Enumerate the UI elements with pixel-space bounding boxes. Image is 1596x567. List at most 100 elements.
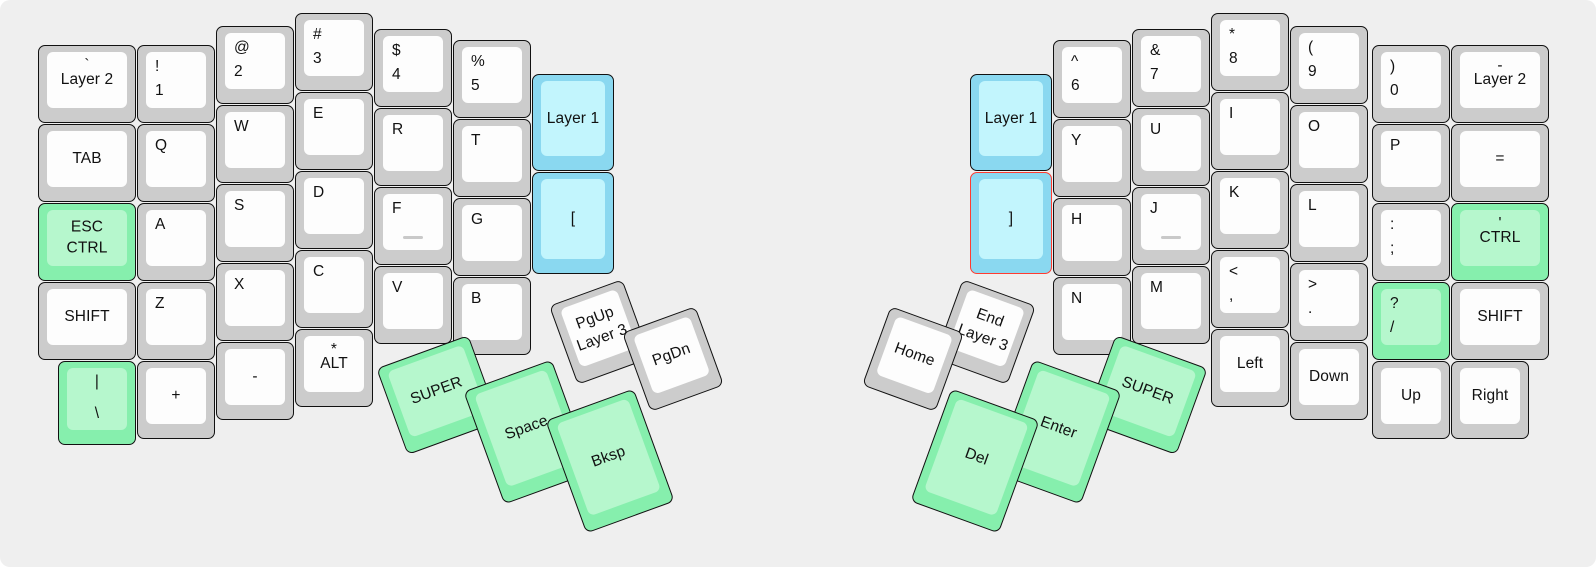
legend-center: Up [1400, 386, 1421, 404]
key-l-3[interactable]: #3 [295, 13, 373, 91]
key-r-period[interactable]: >. [1290, 263, 1368, 341]
key-r-layer1[interactable]: Layer 1 [970, 74, 1052, 171]
key-l-t[interactable]: T [453, 119, 531, 197]
key-r-up[interactable]: Up [1372, 361, 1450, 439]
key-l-f[interactable]: F [374, 187, 452, 265]
key-r-right[interactable]: Right [1451, 361, 1529, 439]
legend-top-left: > [1308, 276, 1318, 293]
legend-top-left: O [1308, 118, 1321, 135]
key-face: W [225, 112, 285, 168]
key-r-equal[interactable]: = [1451, 124, 1549, 202]
legend-center: SHIFT [64, 307, 110, 325]
key-face: E [304, 99, 364, 155]
key-r-o[interactable]: O [1290, 105, 1368, 183]
key-l-q[interactable]: Q [137, 124, 215, 202]
key-l-v[interactable]: V [374, 266, 452, 344]
key-face: *ALT [304, 336, 364, 392]
legend-top-left: @ [234, 39, 250, 56]
key-l-e[interactable]: E [295, 92, 373, 170]
key-face: Del [923, 398, 1029, 517]
key-r-semicolon[interactable]: :; [1372, 203, 1450, 281]
key-l-grave-layer2[interactable]: `Layer 2 [38, 45, 136, 123]
legend-center: - [252, 367, 258, 385]
legend-top: - [1497, 57, 1503, 74]
key-l-c[interactable]: C [295, 250, 373, 328]
key-l-a[interactable]: A [137, 203, 215, 281]
key-r-i[interactable]: I [1211, 92, 1289, 170]
key-l-w[interactable]: W [216, 105, 294, 183]
legend-top-left: M [1150, 279, 1164, 296]
key-r-l[interactable]: L [1290, 184, 1368, 262]
key-r-k[interactable]: K [1211, 171, 1289, 249]
legend-top-left: F [392, 200, 402, 217]
key-l-bracket-left[interactable]: [ [532, 172, 614, 274]
legend-top-left: B [471, 290, 482, 307]
key-l-pipe-backslash[interactable]: |\ [58, 361, 136, 445]
legend-top-left: ) [1390, 58, 1396, 75]
key-face: SHIFT [1460, 289, 1540, 345]
key-r-7[interactable]: &7 [1132, 29, 1210, 107]
key-r-quote-ctrl[interactable]: 'CTRL [1451, 203, 1549, 281]
key-face: #3 [304, 20, 364, 76]
key-r-shift[interactable]: SHIFT [1451, 282, 1549, 360]
key-r-6[interactable]: ^6 [1053, 40, 1131, 118]
legend-top-left: P [1390, 137, 1401, 154]
legend-top-left: H [1071, 211, 1083, 228]
key-face: [ [541, 179, 605, 259]
key-r-9[interactable]: (9 [1290, 26, 1368, 104]
key-l-layer1[interactable]: Layer 1 [532, 74, 614, 171]
key-l-minus[interactable]: - [216, 342, 294, 420]
key-l-s[interactable]: S [216, 184, 294, 262]
key-face: Bksp [556, 398, 662, 517]
key-l-5[interactable]: %5 [453, 40, 531, 118]
key-r-minus-layer2[interactable]: -Layer 2 [1451, 45, 1549, 123]
key-r-u[interactable]: U [1132, 108, 1210, 186]
key-l-g[interactable]: G [453, 198, 531, 276]
key-face: + [146, 368, 206, 424]
key-face: C [304, 257, 364, 313]
key-l-r[interactable]: R [374, 108, 452, 186]
key-r-down[interactable]: Down [1290, 342, 1368, 420]
legend-center: Layer 2 [1473, 70, 1527, 88]
legend-top-left: ! [155, 58, 160, 75]
key-r-0[interactable]: )0 [1372, 45, 1450, 123]
legend-top-left: & [1150, 42, 1161, 59]
key-l-1[interactable]: !1 [137, 45, 215, 123]
legend-top: ' [1498, 215, 1502, 232]
key-r-8[interactable]: *8 [1211, 13, 1289, 91]
key-face: >. [1299, 270, 1359, 326]
key-face: Layer 1 [979, 81, 1043, 156]
key-face: Z [146, 289, 206, 345]
key-r-bracket-right[interactable]: ] [970, 172, 1052, 274]
legend-bottom-left: 1 [155, 81, 164, 99]
key-l-shift[interactable]: SHIFT [38, 282, 136, 360]
key-r-m[interactable]: M [1132, 266, 1210, 344]
legend-top-left: Q [155, 137, 168, 154]
key-l-2[interactable]: @2 [216, 26, 294, 104]
key-face: G [462, 205, 522, 261]
key-face: |\ [67, 368, 127, 430]
key-l-plus[interactable]: + [137, 361, 215, 439]
legend-center: Del [962, 444, 991, 469]
legend-top-left: U [1150, 121, 1162, 138]
key-l-esc-ctrl[interactable]: ESC CTRL [38, 203, 136, 281]
key-r-left[interactable]: Left [1211, 329, 1289, 407]
legend-top-left: % [471, 53, 485, 70]
key-r-p[interactable]: P [1372, 124, 1450, 202]
key-l-x[interactable]: X [216, 263, 294, 341]
key-face: V [383, 273, 443, 329]
key-l-d[interactable]: D [295, 171, 373, 249]
key-l-4[interactable]: $4 [374, 29, 452, 107]
key-l-tab[interactable]: TAB [38, 124, 136, 202]
key-r-comma[interactable]: <, [1211, 250, 1289, 328]
key-r-slash[interactable]: ?/ [1372, 282, 1450, 360]
key-l-alt[interactable]: *ALT [295, 329, 373, 407]
key-r-y[interactable]: Y [1053, 119, 1131, 197]
key-l-z[interactable]: Z [137, 282, 215, 360]
key-face: Down [1299, 349, 1359, 405]
legend-center: Left [1236, 354, 1264, 372]
legend-bottom-left: , [1229, 286, 1234, 304]
key-r-j[interactable]: J [1132, 187, 1210, 265]
key-r-h[interactable]: H [1053, 198, 1131, 276]
legend-center: End Layer 3 [955, 305, 1011, 356]
